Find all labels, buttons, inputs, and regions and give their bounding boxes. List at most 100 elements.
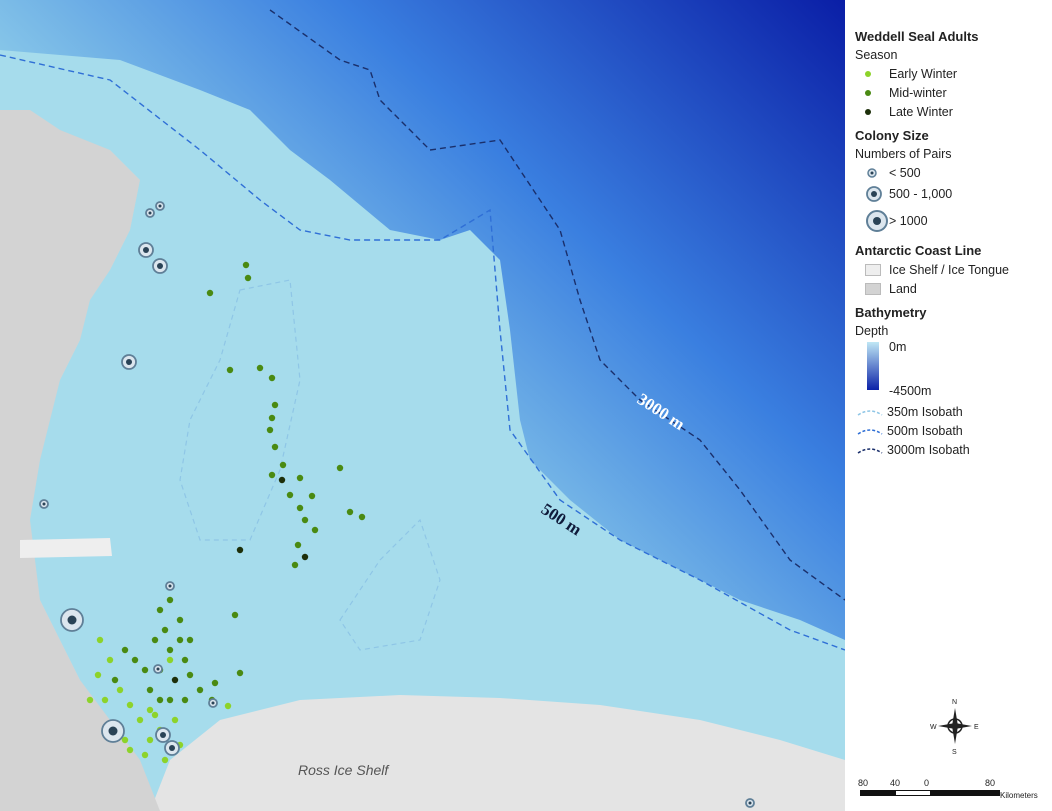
colony-marker xyxy=(138,242,154,258)
colony-large-label: > 1000 xyxy=(889,214,928,228)
land-label: Land xyxy=(889,281,917,296)
colony-marker xyxy=(155,727,171,743)
seal-point xyxy=(181,696,189,704)
seal-point xyxy=(296,474,304,482)
seal-point xyxy=(146,686,154,694)
scale-tick-0: 0 xyxy=(924,778,929,788)
colony-marker xyxy=(145,208,155,218)
seal-point xyxy=(166,696,174,704)
colony-marker xyxy=(165,581,175,591)
seal-point xyxy=(166,596,174,604)
seal-point xyxy=(181,656,189,664)
legend-land: Land xyxy=(855,279,1050,298)
seal-point xyxy=(151,711,159,719)
colony-marker xyxy=(121,354,137,370)
colony-marker xyxy=(60,608,84,632)
seal-point xyxy=(101,696,109,704)
seal-point xyxy=(116,686,124,694)
seal-point xyxy=(176,616,184,624)
seal-point xyxy=(121,736,129,744)
seal-point xyxy=(226,366,234,374)
isobath-500m xyxy=(0,54,845,651)
seal-point xyxy=(136,716,144,724)
compass-e: E xyxy=(974,724,979,731)
seal-point xyxy=(278,476,286,484)
seal-point xyxy=(166,646,174,654)
season-mid-label: Mid-winter xyxy=(889,85,947,100)
compass-w: W xyxy=(930,724,937,731)
seal-point xyxy=(106,656,114,664)
seal-point xyxy=(271,401,279,409)
legend: Weddell Seal Adults Season Early Winter … xyxy=(855,22,1050,459)
seal-point xyxy=(156,696,164,704)
depth-gradient-bar xyxy=(867,342,879,390)
ice-shelf-swatch xyxy=(865,263,881,276)
seal-point xyxy=(176,636,184,644)
early-winter-dot xyxy=(865,70,871,77)
seal-point xyxy=(186,636,194,644)
seal-point xyxy=(346,508,354,516)
depth-top-label: 0m xyxy=(889,340,907,354)
seal-point xyxy=(121,646,129,654)
seal-point xyxy=(224,702,232,710)
legend-colony-large: > 1000 xyxy=(855,206,1050,236)
colony-markers xyxy=(39,201,755,808)
seal-points xyxy=(86,261,366,764)
legend-season-late: Late Winter xyxy=(855,102,1050,121)
seal-point xyxy=(146,706,154,714)
seal-point xyxy=(231,611,239,619)
colony-medium-icon xyxy=(866,186,882,202)
colony-marker xyxy=(208,698,218,708)
scale-tick-80-right: 80 xyxy=(985,778,995,788)
seal-point xyxy=(126,746,134,754)
seal-point xyxy=(166,656,174,664)
seal-point xyxy=(196,686,204,694)
seal-point xyxy=(268,374,276,382)
seal-point xyxy=(96,636,104,644)
legend-isobath-3000: 3000m Isobath xyxy=(855,440,1050,459)
seal-point xyxy=(161,626,169,634)
seal-point xyxy=(301,553,309,561)
season-early-label: Early Winter xyxy=(889,66,958,81)
seal-point xyxy=(308,492,316,500)
seal-point xyxy=(242,261,250,269)
isobath-3000-label: 3000m Isobath xyxy=(887,442,970,457)
legend-isobath-500: 500m Isobath xyxy=(855,421,1050,440)
ice-shelf-label: Ice Shelf / Ice Tongue xyxy=(889,262,1009,277)
late-winter-dot xyxy=(865,108,871,115)
compass-n: N xyxy=(952,699,957,706)
colony-marker xyxy=(152,258,168,274)
coast-title: Antarctic Coast Line xyxy=(855,243,982,258)
scale-tick-40: 40 xyxy=(890,778,900,788)
depth-bottom-label: -4500m xyxy=(889,384,932,398)
bathy-title: Bathymetry xyxy=(855,305,927,320)
seal-point xyxy=(211,679,219,687)
colony-marker xyxy=(164,740,180,756)
depth-label: Depth xyxy=(855,324,889,338)
seal-point xyxy=(296,504,304,512)
seal-point xyxy=(271,443,279,451)
colony-medium-label: 500 - 1,000 xyxy=(889,187,953,201)
seal-point xyxy=(126,701,134,709)
seal-point xyxy=(141,666,149,674)
colony-small-label: < 500 xyxy=(889,165,921,180)
seal-point xyxy=(358,513,366,521)
isobath-3000m xyxy=(269,9,845,601)
legend-title: Weddell Seal Adults xyxy=(855,29,979,44)
colony-subtitle: Numbers of Pairs xyxy=(855,147,952,161)
seal-point xyxy=(266,426,274,434)
map-canvas: 500 m 3000 m Ross Ice Shelf xyxy=(0,0,845,811)
seal-point xyxy=(156,606,164,614)
isobath-500-icon xyxy=(857,428,883,435)
seal-point xyxy=(186,671,194,679)
colony-marker xyxy=(39,499,49,509)
seal-point xyxy=(141,751,149,759)
seal-point xyxy=(171,676,179,684)
mid-winter-dot xyxy=(865,89,871,96)
seal-point xyxy=(171,716,179,724)
colony-marker xyxy=(155,201,165,211)
seal-point xyxy=(146,736,154,744)
seal-point xyxy=(151,636,159,644)
colony-title: Colony Size xyxy=(855,128,929,143)
legend-season-mid: Mid-winter xyxy=(855,83,1050,102)
